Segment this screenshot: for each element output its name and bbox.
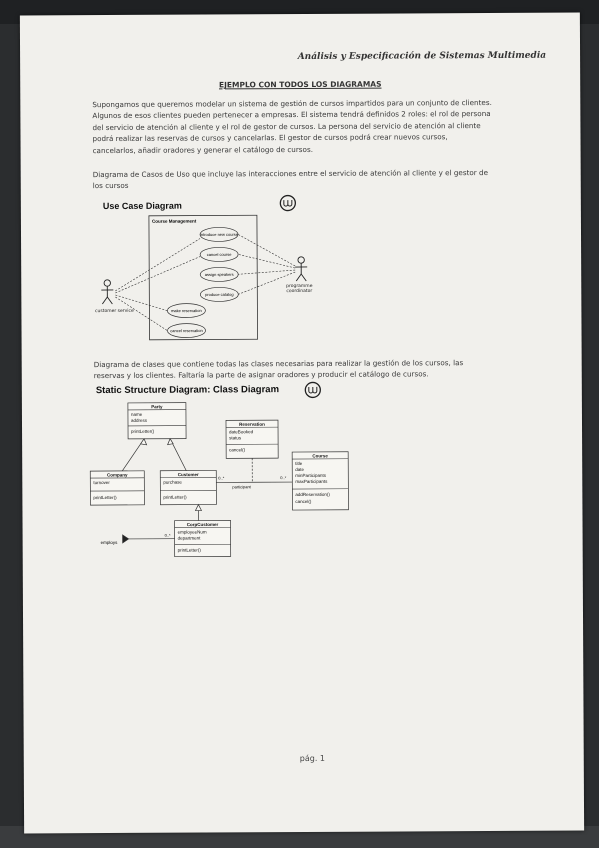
uml-logo-icon (279, 194, 296, 212)
svg-text:printLetter(): printLetter() (93, 495, 117, 500)
svg-text:CorpCustomer: CorpCustomer (187, 522, 219, 527)
class-party: Party name address printLetter() (127, 402, 187, 440)
svg-text:title: title (295, 461, 303, 466)
svg-text:printLetter(): printLetter() (163, 495, 187, 500)
svg-text:purchase: purchase (163, 480, 182, 485)
multiplicity-customer: 0..* (218, 475, 224, 480)
svg-text:turnover: turnover (93, 480, 110, 485)
svg-text:introduce new course: introduce new course (200, 232, 239, 237)
use-case-cancel-reservation: cancel reservation (167, 323, 206, 338)
system-boundary (148, 214, 258, 341)
svg-text:name: name (131, 412, 143, 417)
svg-text:Party: Party (151, 404, 163, 409)
svg-text:minParticipants: minParticipants (295, 473, 327, 478)
svg-text:printLetter(): printLetter() (178, 548, 202, 553)
actor-associations (115, 234, 296, 331)
intro-paragraph: Supongamos que queremos modelar un siste… (92, 98, 492, 155)
uml-logo-icon (304, 381, 321, 399)
page-number: pág. 1 (299, 753, 326, 764)
svg-text:assign speakers: assign speakers (205, 272, 234, 277)
svg-text:dateBooked: dateBooked (229, 429, 254, 434)
actor-left-figure (101, 279, 114, 305)
svg-text:printLetter(): printLetter() (131, 429, 155, 434)
svg-text:make reservation: make reservation (171, 308, 202, 313)
class-corp-customer: CorpCustomer employeeNum department prin… (174, 520, 232, 558)
class-diagram: Party name address printLetter() Reserva… (89, 402, 349, 558)
class-relationships (121, 437, 293, 544)
multiplicity-employs: 0..* (165, 533, 171, 538)
class-diagram-title: Static Structure Diagram: Class Diagram (95, 384, 280, 397)
actor-right-label: programme coordinator (286, 283, 313, 295)
class-course: Course title date minParticipants maxPar… (291, 451, 349, 511)
system-boundary-label: Course Management (152, 219, 197, 224)
svg-text:status: status (229, 435, 242, 440)
use-case-cancel-course: cancel course (199, 247, 239, 262)
svg-text:cancel(): cancel() (229, 447, 246, 452)
class-intro-paragraph: Diagrama de clases que contiene todas la… (93, 358, 464, 381)
actor-left-label: customer service (95, 308, 134, 315)
actor-right-figure (295, 256, 308, 282)
svg-text:Reservation: Reservation (239, 422, 265, 427)
svg-text:cancel course: cancel course (207, 252, 232, 257)
svg-text:Course: Course (312, 453, 328, 458)
usecase-diagram: Course Management introduce new course c… (101, 214, 308, 341)
class-customer: Customer purchase printLetter() (159, 470, 217, 506)
svg-text:cancel reservation: cancel reservation (170, 328, 202, 333)
svg-text:address: address (131, 418, 148, 423)
svg-text:employeeNum: employeeNum (178, 529, 207, 534)
use-case-produce-catalog: produce catalog (199, 287, 239, 302)
participant-label: participant (232, 484, 251, 489)
svg-text:maxParticipants: maxParticipants (295, 479, 328, 484)
svg-text:department: department (178, 536, 202, 541)
class-company: Company turnover printLetter() (89, 470, 145, 506)
class-reservation: Reservation dateBooked status cancel() (225, 419, 279, 459)
document-page: Análisis y Especificación de Sistemas Mu… (19, 12, 585, 834)
svg-text:cancel(): cancel() (295, 499, 312, 504)
usecase-diagram-title: Use Case Diagram (102, 200, 182, 212)
document-title: EJEMPLO CON TODOS LOS DIAGRAMAS (218, 79, 382, 90)
svg-text:addReservation(): addReservation() (295, 492, 330, 497)
page-header: Análisis y Especificación de Sistemas Mu… (297, 50, 547, 63)
employs-label: employs (101, 540, 119, 545)
use-case-assign-speakers: assign speakers (199, 267, 239, 282)
multiplicity-course: 0..* (280, 475, 286, 480)
svg-text:Company: Company (107, 472, 128, 477)
svg-text:produce catalog: produce catalog (205, 292, 233, 297)
svg-text:date: date (295, 467, 304, 472)
use-case-make-reservation: make reservation (167, 303, 206, 318)
usecase-intro-paragraph: Diagrama de Casos de Uso que incluye las… (92, 168, 489, 191)
svg-text:Customer: Customer (178, 472, 199, 477)
use-case-introduce: introduce new course (199, 227, 239, 242)
